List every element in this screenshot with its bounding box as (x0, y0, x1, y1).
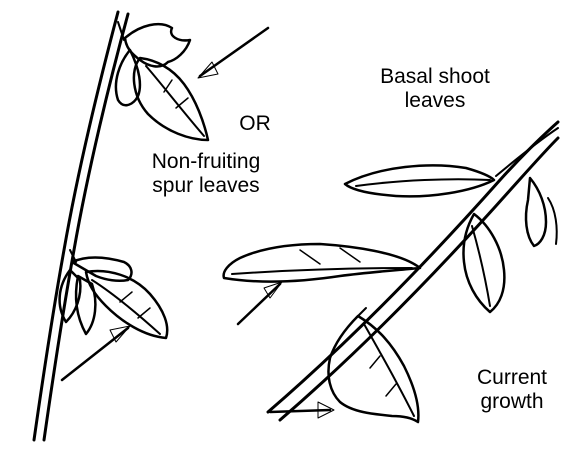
label-or: OR (233, 112, 277, 136)
label-basal-shoot-line2: leaves (350, 89, 520, 113)
label-basal-shoot-line1: Basal shoot (350, 65, 520, 89)
arrow-current-growth (270, 402, 334, 418)
label-current-growth-line2: growth (462, 390, 561, 414)
arrow-basal-shoot (238, 282, 282, 324)
label-non-fruiting-line1: Non-fruiting (131, 150, 281, 174)
arrow-upper-spur (198, 28, 268, 78)
upper-spur-leaves (116, 24, 208, 140)
label-non-fruiting-line2: spur leaves (131, 174, 281, 198)
arrow-lower-spur (62, 326, 130, 380)
label-current-growth-line1: Current (462, 366, 561, 390)
spur-branch (34, 12, 128, 440)
lower-spur-leaves (60, 257, 168, 338)
